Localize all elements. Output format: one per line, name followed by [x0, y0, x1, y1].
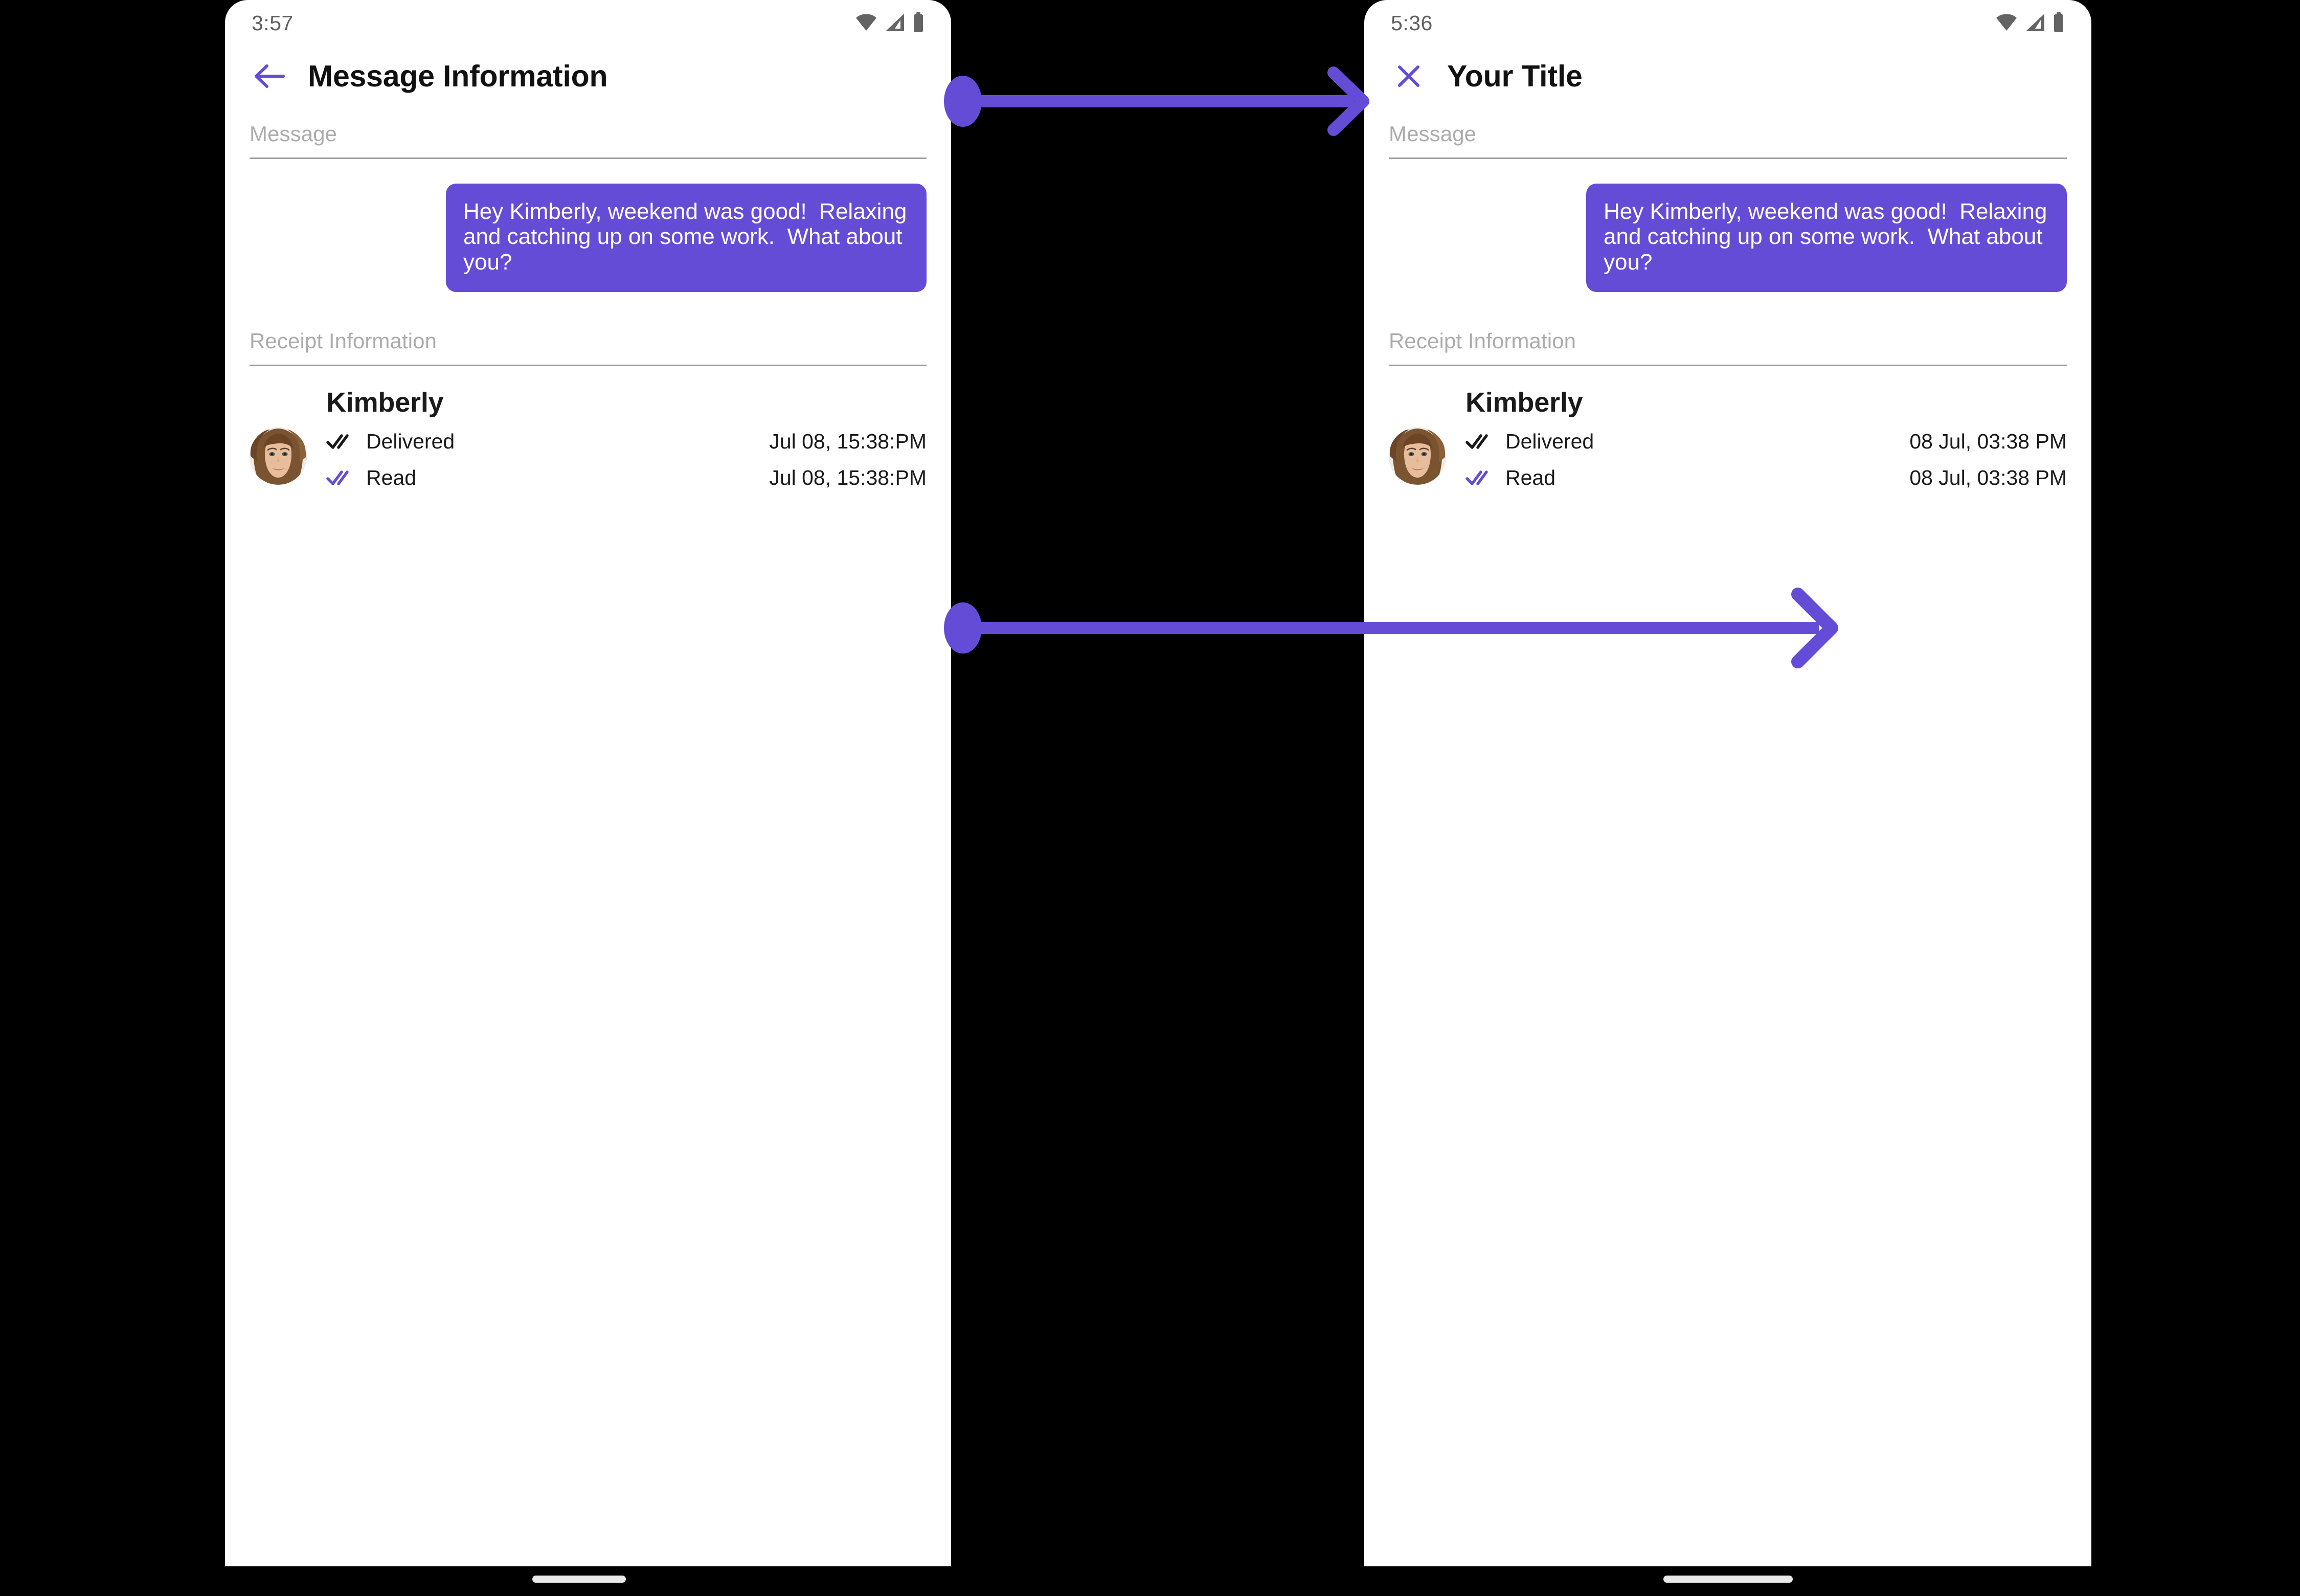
receipt-status-label: Delivered — [1505, 429, 1594, 453]
phone-screen-left: 3:57 Message Information Message — [225, 0, 951, 1566]
wifi-icon — [855, 14, 877, 31]
receipt-timestamp: 08 Jul, 03:38 PM — [1909, 429, 2067, 453]
message-bubble-row: Hey Kimberly, weekend was good! Relaxing… — [1364, 159, 2091, 316]
section-divider — [1389, 364, 2067, 366]
cellular-signal-icon — [2025, 13, 2045, 32]
message-section-right: Message — [1364, 108, 2091, 159]
double-check-delivered-icon — [326, 433, 354, 450]
receipt-timestamp: Jul 08, 15:38:PM — [769, 429, 927, 453]
receipt-timestamp: Jul 08, 15:38:PM — [769, 465, 927, 489]
app-bar-left: Message Information — [225, 44, 951, 108]
status-bar-right: 5:36 — [1364, 0, 2091, 44]
section-label-message: Message — [250, 122, 337, 146]
section-divider — [250, 364, 927, 366]
phone-screen-right: 5:36 Your Title Message — [1364, 0, 2091, 1566]
contact-name: Kimberly — [1465, 387, 1583, 418]
status-time: 3:57 — [252, 11, 294, 35]
message-bubble[interactable]: Hey Kimberly, weekend was good! Relaxing… — [1586, 184, 2067, 292]
cellular-signal-icon — [885, 13, 905, 32]
receipt-status-label: Read — [366, 465, 417, 489]
receipt-rows: Delivered 08 Jul, 03:38 PM Read 08 Jul, … — [1465, 423, 2067, 496]
page-title: Message Information — [308, 59, 608, 93]
section-divider — [1389, 158, 2067, 159]
home-indicator-left[interactable] — [532, 1576, 626, 1583]
receipt-row: Delivered Jul 08, 15:38:PM — [326, 423, 927, 460]
receipt-status-label: Read — [1505, 465, 1556, 489]
page-title: Your Title — [1447, 59, 1583, 93]
section-label-receipt: Receipt Information — [1389, 328, 1576, 353]
home-indicator-right[interactable] — [1663, 1576, 1793, 1583]
receipt-row: Read 08 Jul, 03:38 PM — [1465, 460, 2067, 496]
status-time: 5:36 — [1391, 11, 1433, 35]
receipt-block-right: Kimberly — [1364, 387, 2091, 496]
section-label-message: Message — [1389, 122, 1477, 146]
message-bubble-row: Hey Kimberly, weekend was good! Relaxing… — [225, 159, 951, 316]
message-bubble[interactable]: Hey Kimberly, weekend was good! Relaxing… — [446, 184, 927, 292]
status-icon-group — [855, 11, 924, 33]
avatar — [250, 427, 307, 485]
battery-icon — [912, 12, 924, 33]
message-section-left: Message — [225, 108, 951, 159]
app-bar-right: Your Title — [1364, 44, 2091, 108]
title-change-arrow — [944, 66, 1380, 136]
receipt-block-left: Kimberly — [225, 387, 951, 496]
avatar — [1389, 427, 1446, 485]
receipt-body: Delivered 08 Jul, 03:38 PM Read 08 Jul, … — [1389, 423, 2067, 496]
double-check-delivered-icon — [1465, 433, 1493, 450]
contact-name: Kimberly — [326, 387, 444, 418]
receipt-rows: Delivered Jul 08, 15:38:PM Read Jul 08, … — [326, 423, 927, 496]
receipt-body: Delivered Jul 08, 15:38:PM Read Jul 08, … — [250, 423, 927, 496]
receipt-section-left: Receipt Information — [225, 316, 951, 366]
receipt-row: Delivered 08 Jul, 03:38 PM — [1465, 423, 2067, 460]
wifi-icon — [1995, 14, 2018, 31]
status-icon-group — [1995, 11, 2065, 33]
receipt-row: Read Jul 08, 15:38:PM — [326, 460, 927, 496]
receipt-status-label: Delivered — [366, 429, 455, 453]
double-check-read-icon — [1465, 469, 1493, 486]
close-x-icon[interactable] — [1387, 54, 1431, 98]
battery-icon — [2053, 12, 2065, 33]
double-check-read-icon — [326, 469, 354, 486]
receipt-timestamp: 08 Jul, 03:38 PM — [1909, 465, 2067, 489]
back-arrow-icon[interactable] — [247, 54, 291, 98]
status-bar-left: 3:57 — [225, 0, 951, 44]
receipt-section-right: Receipt Information — [1364, 316, 2091, 366]
section-label-receipt: Receipt Information — [250, 328, 437, 353]
section-divider — [250, 158, 927, 159]
